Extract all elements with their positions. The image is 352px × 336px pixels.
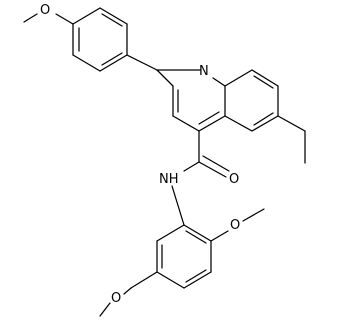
methoxy-o-top-label: O (40, 3, 50, 18)
bond (72, 7, 101, 25)
bond (277, 115, 306, 132)
dimethoxyphenyl-ring-bottom (156, 224, 212, 289)
bond (99, 302, 111, 317)
methoxy-o-right-label: O (230, 218, 240, 233)
double-bond (198, 111, 220, 125)
double-bond (185, 269, 207, 283)
bond (171, 185, 185, 226)
bond (123, 287, 132, 295)
bond (224, 115, 253, 132)
methoxyphenyl-ring-top (72, 7, 128, 72)
quinoline-pyridine-ring (156, 69, 226, 132)
bond (198, 115, 226, 132)
bond (156, 271, 185, 289)
bond (212, 77, 226, 87)
bond (224, 69, 253, 87)
amide-o-label: O (229, 172, 239, 187)
bond (156, 224, 185, 242)
double-bond (101, 13, 123, 27)
methoxy-o-bottom-label: O (111, 291, 121, 306)
quinoline-benzo-ring (224, 69, 279, 132)
double-bond (253, 112, 274, 126)
bond (72, 54, 101, 72)
bond (183, 161, 200, 172)
double-bond (253, 75, 274, 89)
bond (23, 13, 38, 23)
bond (251, 69, 279, 87)
bond (251, 115, 279, 132)
bond (55, 13, 74, 25)
double-bond (202, 155, 230, 172)
bond (99, 54, 128, 72)
bond (183, 224, 212, 242)
bond (156, 69, 174, 87)
bond (172, 115, 200, 132)
quinoline-n-label: N (199, 64, 209, 79)
amide-nh-label: NH (159, 172, 179, 187)
double-bond (101, 52, 123, 66)
bond (242, 208, 265, 222)
bond (99, 7, 128, 25)
bond (126, 54, 158, 71)
double-bond (185, 230, 207, 244)
bond (210, 230, 229, 242)
bond (183, 271, 212, 289)
bond (198, 161, 227, 178)
bond (130, 271, 158, 289)
